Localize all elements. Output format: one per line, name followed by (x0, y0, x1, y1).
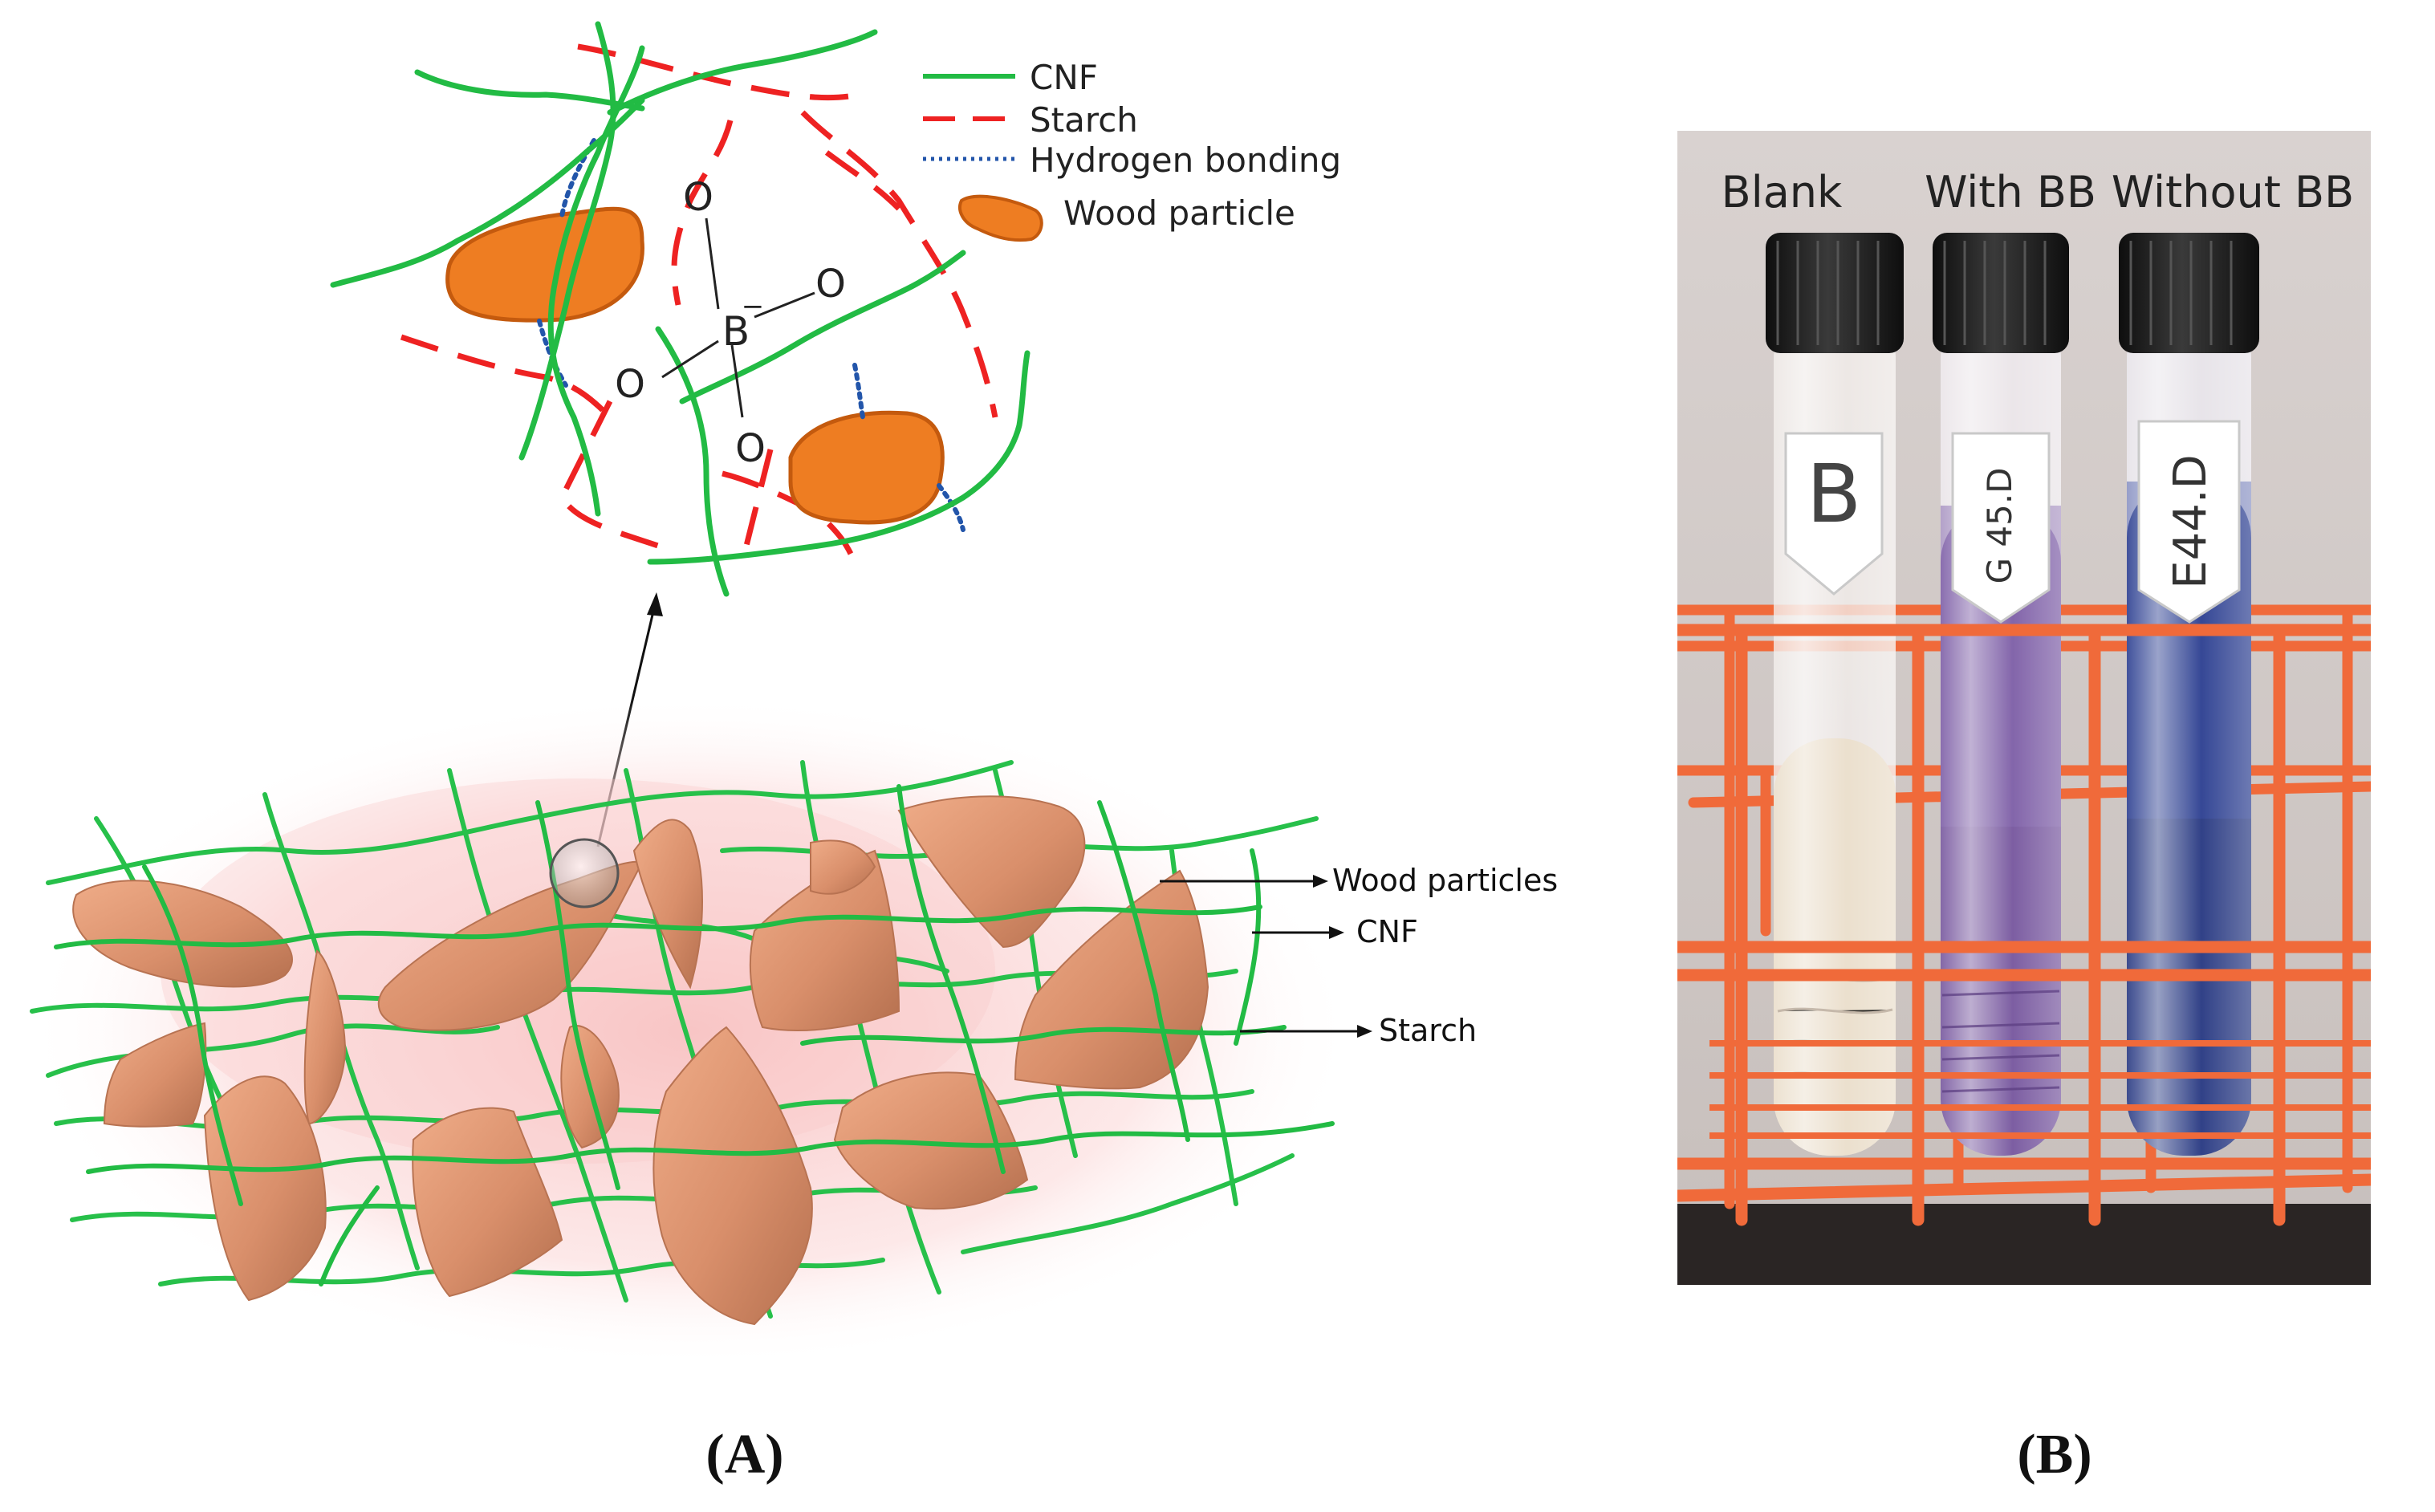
composite-particle (833, 1071, 1029, 1210)
legend-label-cnf: CNF (1030, 58, 1098, 97)
label-starch: Starch (1379, 1013, 1477, 1048)
cnf-network-front (54, 784, 1335, 1286)
composite-particle (632, 819, 703, 990)
tube-label-with-bb: With BB (1925, 167, 2096, 217)
tube-with-bb: G 45.D (1933, 233, 2069, 1156)
tube-photo: B G 45.D (1677, 131, 2371, 1285)
rack-front (1677, 624, 2371, 1226)
boron-atom: B (722, 308, 750, 355)
oxygen-bottom: O (735, 426, 766, 471)
boron-charge: − (742, 291, 765, 323)
tag-text-with-bb: G 45.D (1980, 467, 2019, 583)
composite-particle (72, 880, 293, 988)
inset-wood-particles (445, 206, 945, 525)
oxygen-right: O (815, 262, 846, 307)
tag-text-blank: B (1807, 447, 1862, 541)
legend-label-wood: Wood particle (1063, 193, 1295, 233)
cnf-fibers (330, 21, 1031, 597)
borate-complex: O O O O B − (615, 175, 846, 471)
tube-without-bb: E44.D (2119, 233, 2259, 1156)
panel-label-a: (A) (705, 1424, 783, 1486)
composite-particle (652, 1026, 813, 1326)
legend-swatch-wood (958, 194, 1043, 242)
composite-labels: Wood particles CNF Starch (1160, 863, 1558, 1048)
wood-particle-1 (445, 206, 644, 323)
tube-blank: B (1766, 233, 1904, 1156)
oxygen-left: O (615, 362, 645, 407)
legend: CNF Starch Hydrogen bonding Wood particl… (923, 58, 1341, 242)
tube-label-blank: Blank (1722, 167, 1843, 217)
magnifier-lens (549, 838, 620, 908)
composite-particle (103, 1022, 207, 1128)
tube-label-without-bb: Without BB (2112, 167, 2354, 217)
composite-wood-particles (72, 795, 1209, 1326)
composite-structure: Wood particles CNF Starch (24, 694, 1558, 1368)
composite-particle (412, 1107, 563, 1298)
tag-text-without-bb: E44.D (2165, 454, 2217, 589)
composite-particle (203, 1075, 327, 1302)
composite-particle (897, 795, 1086, 949)
label-wood-particles: Wood particles (1332, 863, 1558, 898)
panel-label-b: (B) (2017, 1424, 2091, 1486)
oxygen-top: O (683, 175, 713, 220)
composite-particle (810, 839, 876, 895)
wood-particle-2 (788, 410, 945, 525)
legend-label-hbond: Hydrogen bonding (1030, 140, 1341, 180)
network-inset: O O O O B − (330, 21, 1031, 597)
composite-particle (303, 949, 347, 1125)
label-cnf: CNF (1356, 914, 1418, 949)
legend-label-starch: Starch (1030, 100, 1138, 140)
